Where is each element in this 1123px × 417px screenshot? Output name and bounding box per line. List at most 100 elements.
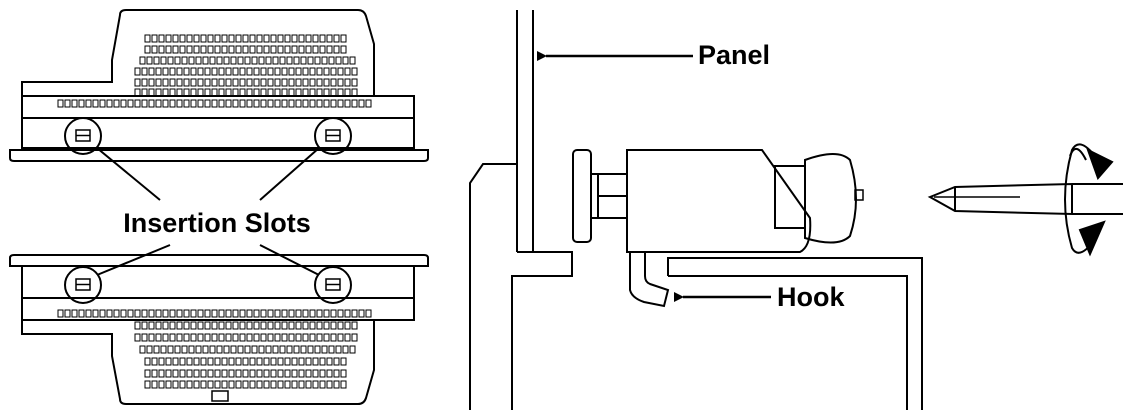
vent-slot — [153, 345, 160, 354]
vent-slot — [188, 345, 195, 354]
vent-slot — [218, 309, 225, 318]
vent-slot — [155, 309, 162, 318]
vent-slot — [151, 45, 158, 54]
vent-slot — [253, 333, 260, 342]
vent-slot — [225, 321, 232, 330]
insertion-slots-label: Insertion Slots — [123, 208, 311, 238]
vent-slot — [281, 309, 288, 318]
vent-slot — [340, 45, 347, 54]
vent-slot — [314, 345, 321, 354]
vent-slot — [253, 78, 260, 87]
vent-slot — [148, 78, 155, 87]
vent-slot — [162, 321, 169, 330]
mounting-bracket — [572, 149, 864, 308]
vent-slot — [228, 34, 235, 43]
vent-slot — [92, 99, 99, 108]
vent-slot — [337, 67, 344, 76]
vent-slot — [179, 357, 186, 366]
vent-slot — [176, 99, 183, 108]
vent-slot — [344, 99, 351, 108]
vent-slot — [221, 45, 228, 54]
vent-slot — [312, 369, 319, 378]
vent-slot — [99, 99, 106, 108]
vent-slot — [223, 56, 230, 65]
vent-slot — [291, 380, 298, 389]
vent-slot — [207, 369, 214, 378]
vent-slot — [286, 345, 293, 354]
vent-slot — [141, 67, 148, 76]
insertion-slot-bottom-right — [314, 266, 352, 304]
panel-label: Panel — [698, 40, 770, 70]
vent-slot — [246, 321, 253, 330]
vent-slot — [291, 369, 298, 378]
vent-slot — [232, 78, 239, 87]
vent-slot — [335, 56, 342, 65]
vent-slot — [270, 45, 277, 54]
vent-slot — [155, 321, 162, 330]
vent-slot — [85, 309, 92, 318]
vent-slot — [165, 380, 172, 389]
vent-slot — [256, 45, 263, 54]
vent-slot — [284, 45, 291, 54]
vent-slot — [307, 345, 314, 354]
vent-slot — [223, 345, 230, 354]
vent-slot — [253, 88, 260, 97]
vent-slot — [351, 333, 358, 342]
vent-slot — [340, 34, 347, 43]
vent-slot — [288, 333, 295, 342]
hook-label: Hook — [777, 282, 845, 312]
vent-slot — [326, 369, 333, 378]
vent-slot — [328, 56, 335, 65]
vent-slot — [92, 309, 99, 318]
vent-slot — [134, 333, 141, 342]
vent-slot — [99, 309, 106, 318]
vent-slot — [344, 78, 351, 87]
vent-slot — [169, 78, 176, 87]
vent-slot — [340, 380, 347, 389]
vent-slot — [319, 45, 326, 54]
vent-slot — [197, 309, 204, 318]
vent-slot — [221, 380, 228, 389]
screwdriver-icon — [927, 182, 1123, 216]
vent-slot — [146, 345, 153, 354]
vent-slot — [235, 369, 242, 378]
vent-slot — [214, 34, 221, 43]
vent-slot — [204, 78, 211, 87]
vent-slot — [165, 45, 172, 54]
vent-slot — [277, 369, 284, 378]
vent-slot — [246, 333, 253, 342]
vent-slot — [190, 67, 197, 76]
vent-slot — [200, 45, 207, 54]
vent-slot — [158, 357, 165, 366]
vent-slot — [169, 321, 176, 330]
vent-slot — [232, 321, 239, 330]
vent-slot — [295, 99, 302, 108]
vent-slot — [57, 309, 64, 318]
vent-slot — [298, 380, 305, 389]
vent-slot — [218, 78, 225, 87]
vent-slot — [300, 345, 307, 354]
vent-slot — [265, 56, 272, 65]
vent-slot — [237, 56, 244, 65]
vent-slot — [211, 309, 218, 318]
vent-slot — [190, 78, 197, 87]
vent-slot — [295, 78, 302, 87]
vent-slot — [351, 321, 358, 330]
vent-slot — [144, 380, 151, 389]
vent-slot — [148, 67, 155, 76]
vent-slot — [186, 369, 193, 378]
vent-slot — [288, 67, 295, 76]
vent-slot — [176, 321, 183, 330]
vent-slot — [183, 309, 190, 318]
vent-slot — [216, 345, 223, 354]
vent-slot — [221, 357, 228, 366]
vent-slot — [141, 88, 148, 97]
vent-slot — [281, 88, 288, 97]
vent-slot — [365, 309, 372, 318]
vent-slot — [305, 357, 312, 366]
vent-slot — [309, 321, 316, 330]
vent-slot — [228, 369, 235, 378]
vent-slot — [312, 380, 319, 389]
vent-slot — [246, 99, 253, 108]
vent-slot — [349, 345, 356, 354]
